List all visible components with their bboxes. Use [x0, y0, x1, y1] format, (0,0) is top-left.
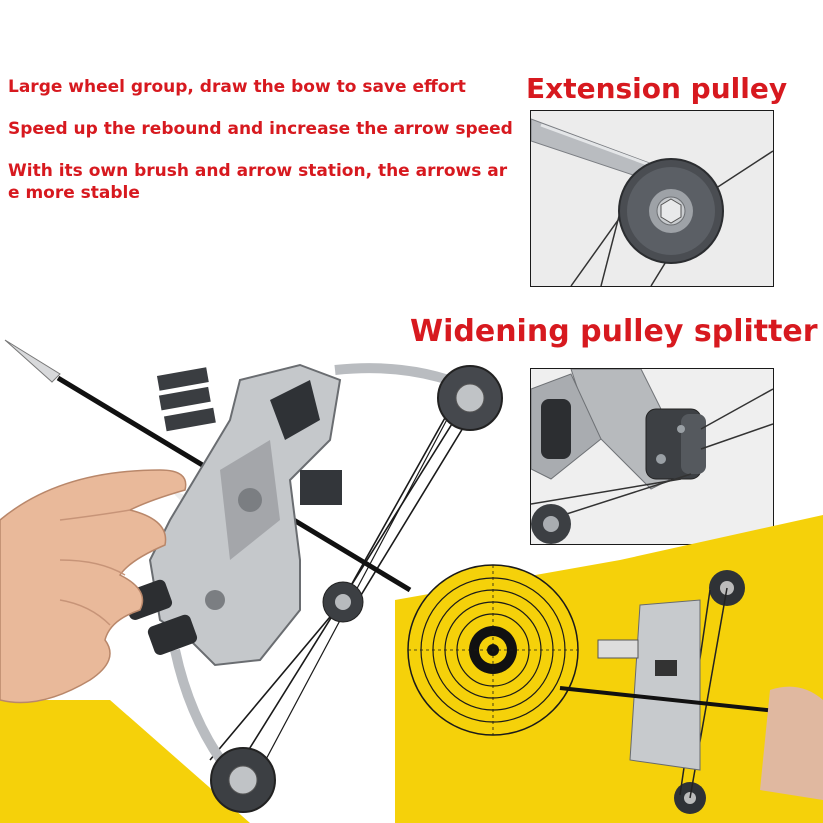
extension-pulley-heading: Extension pulley	[526, 72, 788, 105]
small-bow-icon	[559, 570, 823, 814]
feature-speed: Speed up the rebound and increase the ar…	[8, 119, 513, 139]
product-scene	[0, 300, 823, 823]
archery-target-icon	[407, 564, 579, 736]
pulley-wheel-icon	[531, 111, 773, 286]
splitter-heading: Widening pulley splitter	[410, 314, 818, 349]
splitter-icon	[531, 369, 773, 544]
feature-effort: Large wheel group, draw the bow to save …	[8, 77, 466, 97]
hand-icon	[0, 469, 187, 704]
feature-stability: With its own brush and arrow station, th…	[8, 161, 508, 203]
splitter-photo	[530, 368, 774, 545]
pulley-wheel-icon	[210, 365, 503, 813]
compound-bow-icon	[0, 339, 823, 823]
extension-pulley-photo	[530, 110, 774, 287]
